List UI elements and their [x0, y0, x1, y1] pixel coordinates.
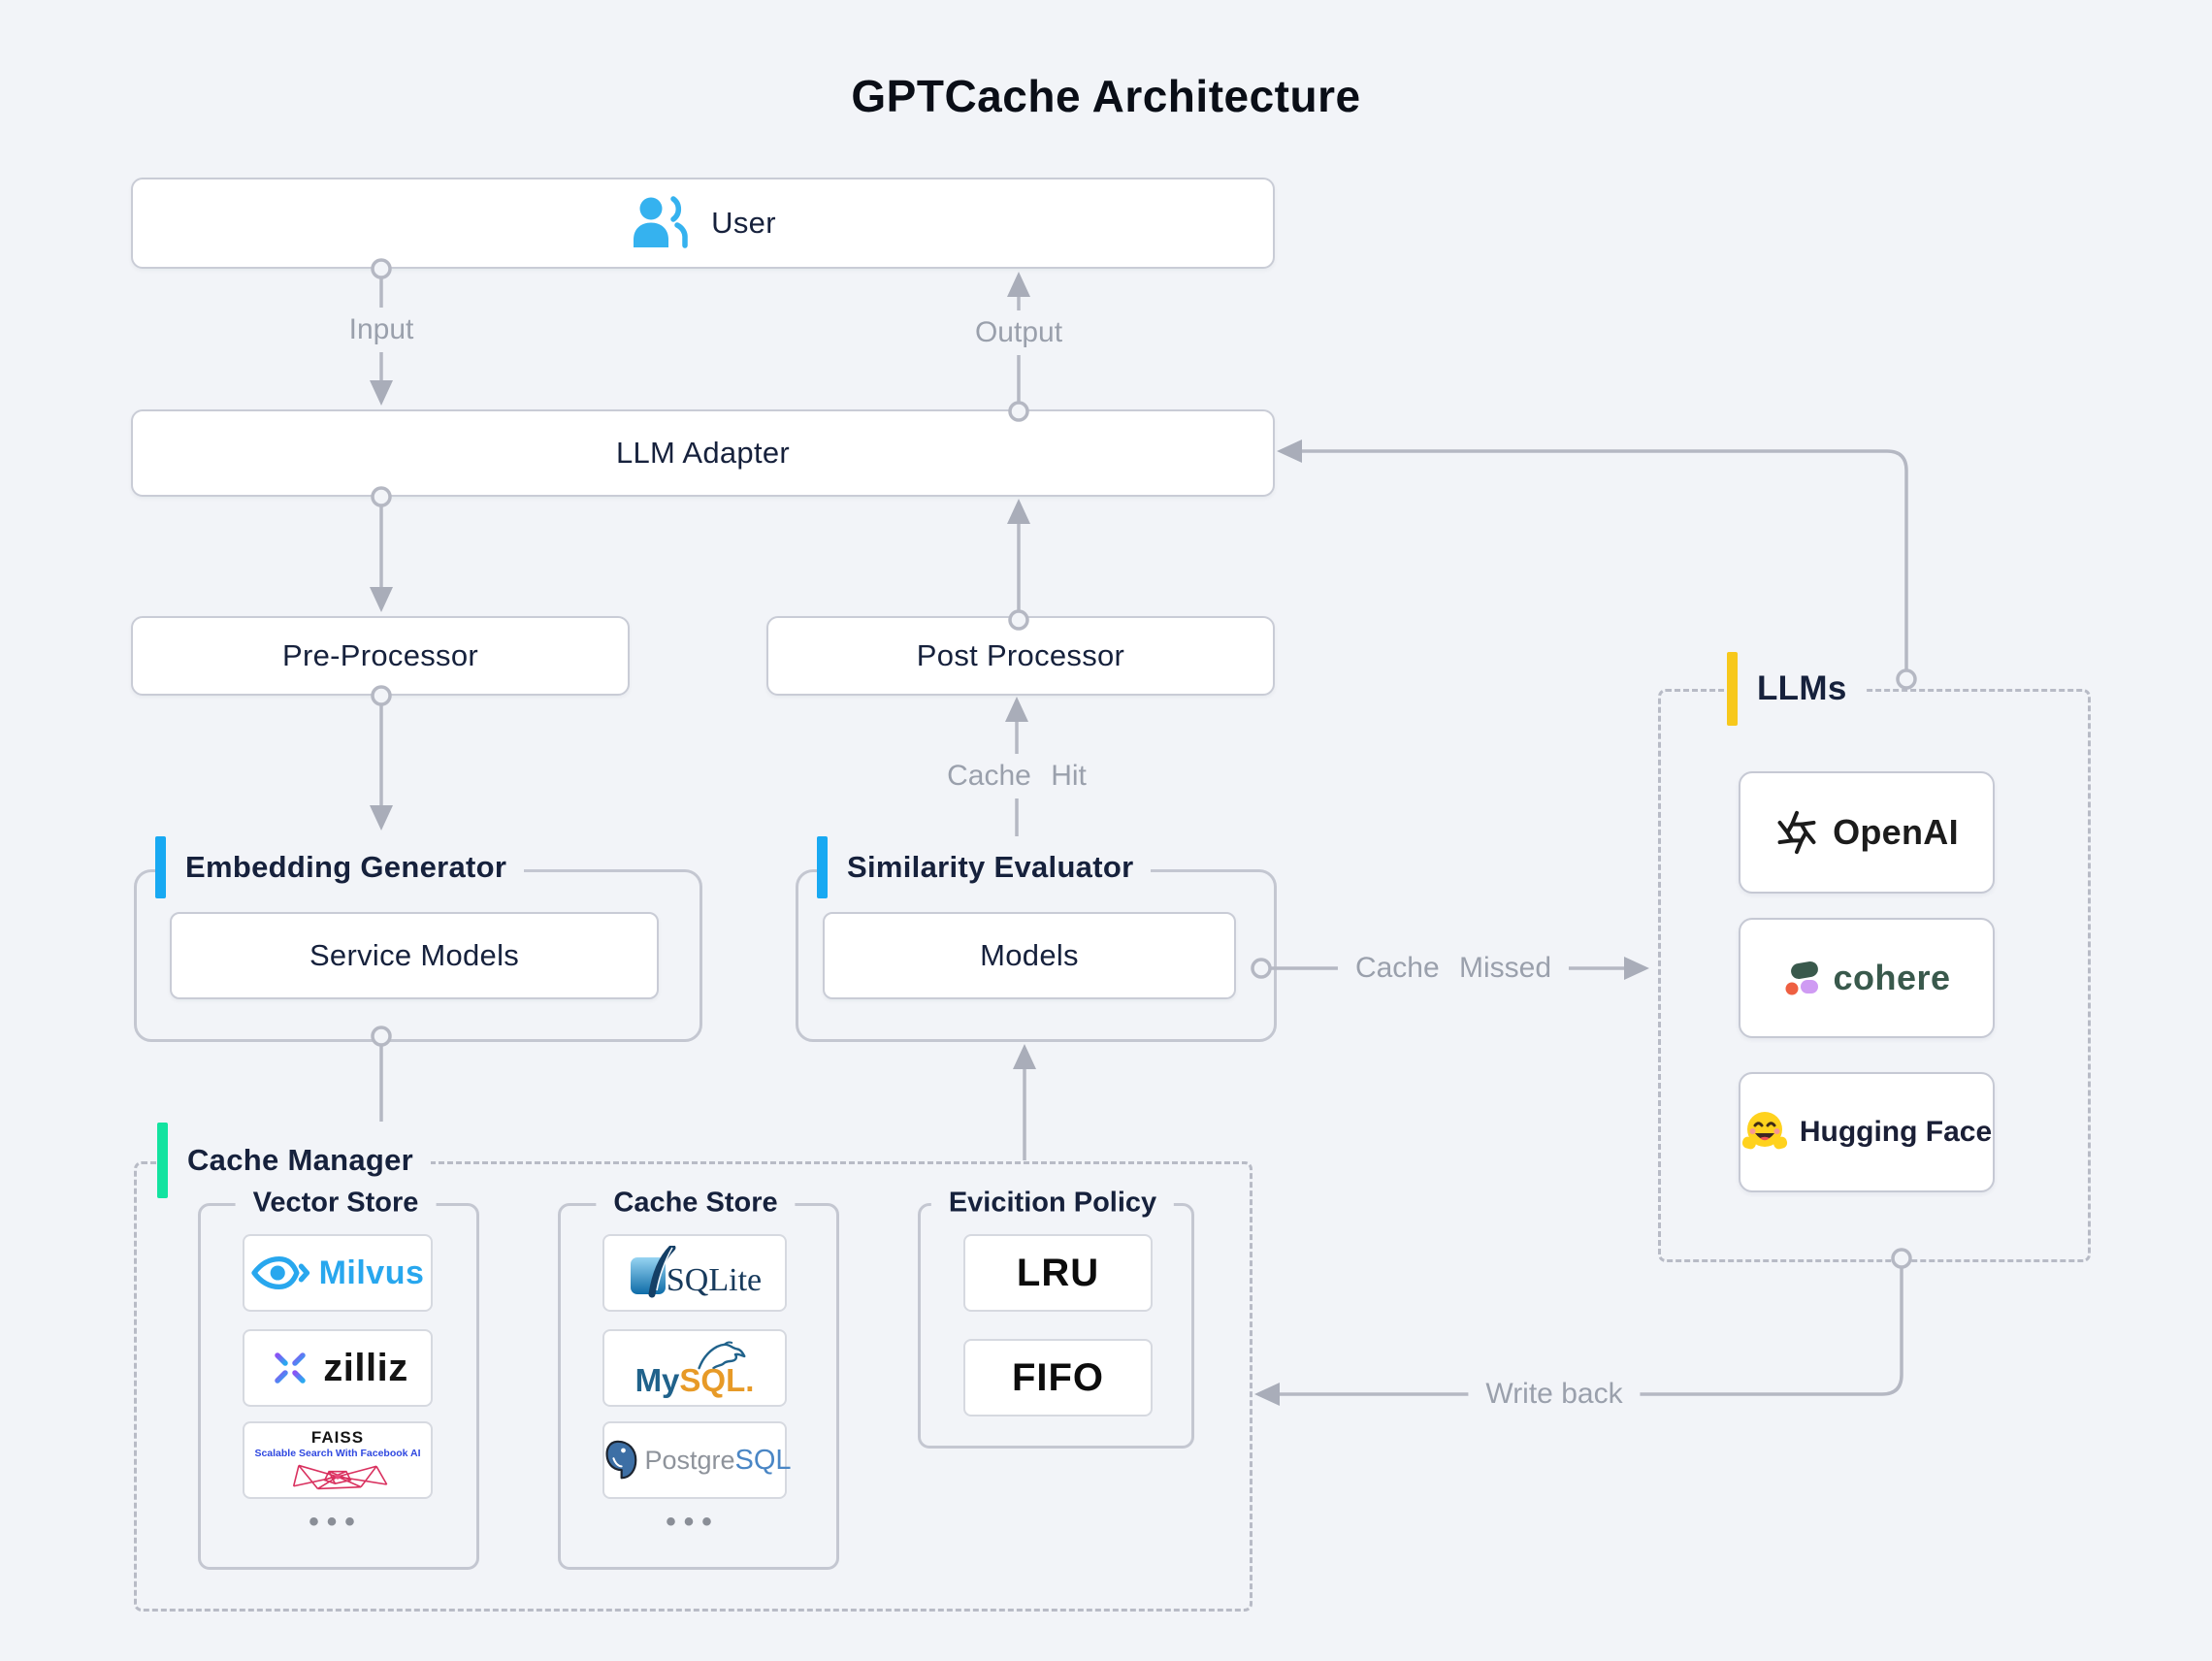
user-icon [630, 194, 690, 252]
page-title: GPTCache Architecture [851, 71, 1361, 121]
fifo-card: FIFO [963, 1339, 1153, 1417]
cache-manager-group [134, 1161, 1252, 1612]
openai-logo-icon [1774, 810, 1819, 855]
input-edge-label: Input [331, 308, 432, 352]
user-label: User [711, 206, 776, 240]
postgresql-wordmark: PostgreSQL [644, 1444, 792, 1476]
huggingface-wordmark: Hugging Face [1799, 1116, 1993, 1148]
huggingface-card: Hugging Face [1739, 1072, 1995, 1192]
models-label: Models [980, 938, 1079, 972]
pre-processor-node: Pre-Processor [131, 616, 630, 696]
llms-accent-bar [1727, 652, 1738, 726]
service-models-node: Service Models [170, 912, 659, 999]
fifo-label: FIFO [1011, 1355, 1105, 1399]
zilliz-logo-icon [267, 1345, 313, 1391]
cache-store-more: ••• [666, 1506, 720, 1538]
openai-wordmark: OpenAI [1833, 812, 1959, 852]
cohere-card: cohere [1739, 918, 1995, 1038]
service-models-label: Service Models [309, 938, 520, 972]
faiss-network-icon [279, 1461, 396, 1492]
eviction-policy-label: Evicition Policy [930, 1183, 1175, 1223]
lru-card: LRU [963, 1234, 1153, 1312]
pre-processor-label: Pre-Processor [281, 638, 478, 672]
mysql-wordmark: MySQL. [634, 1361, 755, 1398]
lru-label: LRU [1016, 1251, 1100, 1294]
vector-store-more: ••• [309, 1506, 363, 1538]
cache-missed-edge-label: Cache Missed [1337, 946, 1570, 991]
embedding-generator-accent-bar [155, 836, 166, 898]
llm-adapter-node: LLM Adapter [131, 409, 1275, 497]
similarity-evaluator-accent-bar [817, 836, 828, 898]
similarity-evaluator-label: Similarity Evaluator [847, 850, 1134, 884]
openai-card: OpenAI [1739, 771, 1995, 894]
embedding-generator-legend: Embedding Generator [155, 836, 525, 898]
cohere-wordmark: cohere [1833, 958, 1951, 997]
huggingface-logo-icon [1741, 1109, 1788, 1156]
mysql-logo: MySQL. [634, 1341, 755, 1398]
llms-label: LLMs [1757, 669, 1847, 707]
zilliz-card: zilliz [243, 1329, 433, 1407]
embedding-generator-label: Embedding Generator [185, 850, 507, 884]
output-edge-label: Output [957, 310, 1081, 355]
post-processor-node: Post Processor [766, 616, 1275, 696]
post-processor-label: Post Processor [916, 638, 1125, 672]
sqlite-card: SQLite [602, 1234, 787, 1312]
sqlite-wordmark: SQLite [666, 1262, 763, 1298]
llms-legend: LLMs [1727, 652, 1865, 726]
faiss-logo: FAISS Scalable Search With Facebook AI [254, 1428, 421, 1492]
milvus-card: Milvus [243, 1234, 433, 1312]
milvus-logo-icon [250, 1254, 311, 1292]
cache-manager-label: Cache Manager [187, 1143, 414, 1177]
sqlite-logo-icon [628, 1246, 680, 1300]
port-llms-top [1896, 668, 1917, 690]
write-back-edge-label: Write back [1468, 1372, 1641, 1417]
postgresql-card: PostgreSQL [602, 1421, 792, 1499]
vector-store-label: Vector Store [235, 1183, 437, 1223]
milvus-wordmark: Milvus [318, 1254, 425, 1291]
cache-hit-edge-label: Cache Hit [929, 754, 1104, 798]
mysql-card: MySQL. [602, 1329, 787, 1407]
zilliz-wordmark: zilliz [323, 1346, 408, 1389]
user-node: User [131, 178, 1275, 269]
edge-llms-to-adapter [1277, 440, 1908, 679]
models-node: Models [823, 912, 1236, 999]
faiss-subtitle: Scalable Search With Facebook AI [254, 1447, 421, 1459]
postgresql-elephant-icon [598, 1439, 638, 1482]
similarity-evaluator-legend: Similarity Evaluator [817, 836, 1152, 898]
faiss-title: FAISS [310, 1428, 365, 1448]
cohere-logo-icon [1782, 958, 1823, 998]
cache-manager-accent-bar [157, 1123, 168, 1198]
cache-manager-legend: Cache Manager [157, 1123, 432, 1198]
mysql-dolphin-icon [694, 1341, 748, 1370]
cache-store-label: Cache Store [596, 1183, 796, 1223]
llm-adapter-label: LLM Adapter [615, 436, 791, 470]
faiss-card: FAISS Scalable Search With Facebook AI [243, 1421, 433, 1499]
